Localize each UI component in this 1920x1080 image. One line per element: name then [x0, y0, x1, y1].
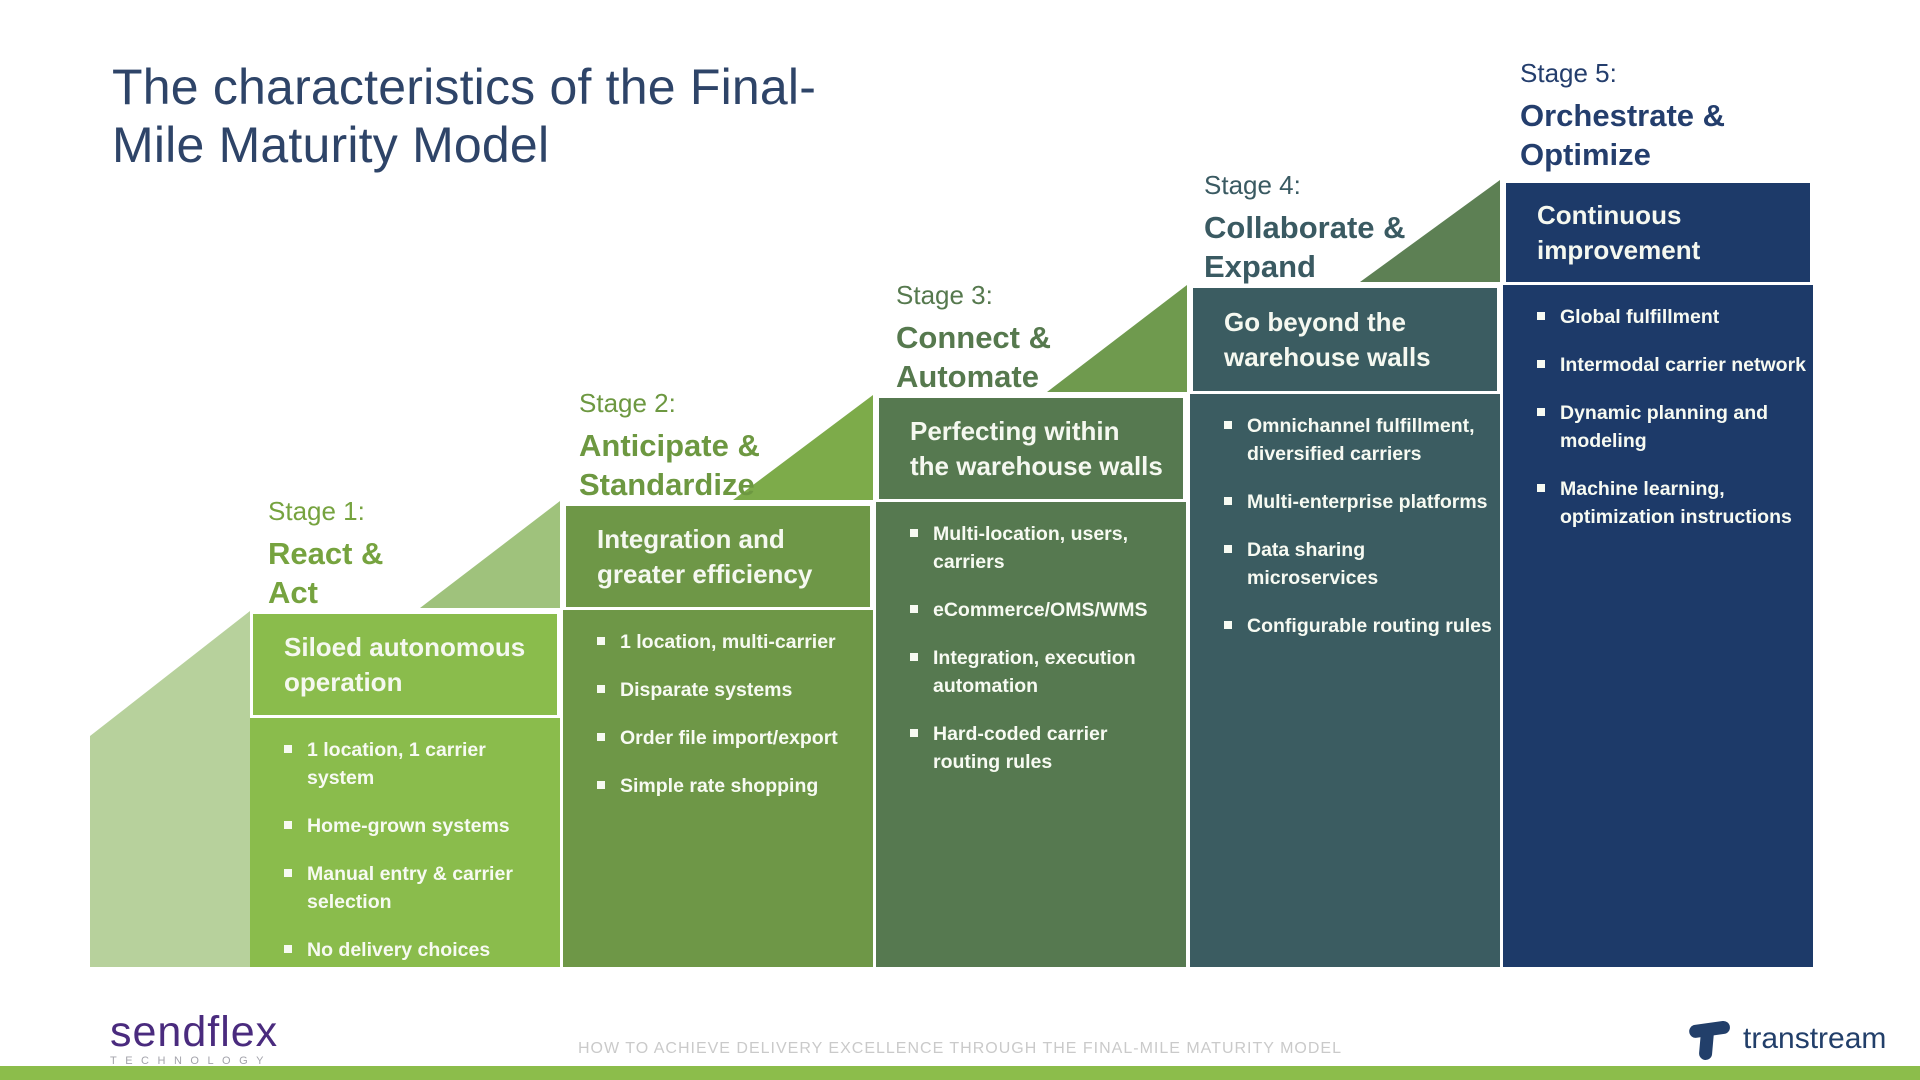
stage-1-body: 1 location, 1 carrier system Home-grown …	[250, 718, 560, 967]
bullet-square-icon	[910, 653, 918, 661]
stage-2-number: Stage 2:	[579, 388, 676, 418]
stage-1-triangle	[90, 611, 250, 967]
bullet-square-icon	[284, 869, 292, 877]
stage-4-name: Collaborate & Expand	[1204, 210, 1406, 284]
sendflex-technology-label: TECHNOLOGY	[110, 1055, 273, 1067]
stage-2-name: Anticipate & Standardize	[579, 428, 760, 502]
stage-1-header-box: Siloed autonomous operation	[250, 611, 560, 718]
stage-1-label: Stage 1: React & Act	[268, 496, 383, 612]
list-item: eCommerce/OMS/WMS	[910, 596, 1180, 624]
stage-4-header-text: Go beyond the warehouse walls	[1224, 306, 1431, 372]
transtream-wordmark: transtream	[1743, 1022, 1887, 1055]
stage-2-header-text: Integration and greater efficiency	[597, 523, 813, 589]
bullet-square-icon	[910, 529, 918, 537]
list-item: 1 location, 1 carrier system	[284, 736, 554, 792]
list-item: Hard-coded carrier routing rules	[910, 720, 1180, 776]
stage-2-label: Stage 2: Anticipate & Standardize	[579, 388, 760, 504]
sendflex-wordmark: sendflex	[110, 1008, 279, 1056]
stage-1-header-text: Siloed autonomous operation	[284, 631, 526, 697]
list-item: Integration, execution automation	[910, 644, 1180, 700]
list-item: Intermodal carrier network	[1537, 351, 1807, 379]
list-item: Multi-enterprise platforms	[1224, 488, 1494, 516]
stage-4-header-box: Go beyond the warehouse walls	[1190, 285, 1500, 394]
stage-1-name: React & Act	[268, 536, 384, 610]
list-item: Data sharing microservices	[1224, 536, 1494, 592]
bullet-square-icon	[1224, 621, 1232, 629]
list-item: Simple rate shopping	[597, 772, 867, 800]
bullet-square-icon	[1537, 484, 1545, 492]
stage-3-name: Connect & Automate	[896, 320, 1051, 394]
stage-3-body: Multi-location, users, carriers eCommerc…	[876, 502, 1186, 967]
stage-2-body: 1 location, multi-carrier Disparate syst…	[563, 610, 873, 967]
bullet-square-icon	[597, 733, 605, 741]
list-item: Multi-location, users, carriers	[910, 520, 1180, 576]
list-item: Order file import/export	[597, 724, 867, 752]
bullet-square-icon	[597, 685, 605, 693]
slide-title: The characteristics of the Final- Mile M…	[112, 58, 816, 174]
slide-title-line1: The characteristics of the Final-	[112, 59, 817, 115]
bullet-square-icon	[1224, 497, 1232, 505]
list-item: 1 location, multi-carrier	[597, 628, 867, 656]
sendflex-logo: sendflex TECHNOLOGY	[110, 1008, 279, 1068]
bullet-square-icon	[1537, 408, 1545, 416]
bullet-square-icon	[910, 729, 918, 737]
list-item: Manual entry & carrier selection	[284, 860, 554, 916]
stage-3-header-text: Perfecting within the warehouse walls	[910, 415, 1163, 481]
bottom-accent-bar	[0, 1066, 1920, 1080]
bullet-square-icon	[597, 781, 605, 789]
bullet-square-icon	[1537, 312, 1545, 320]
stage-4-triangle	[1047, 285, 1187, 392]
stage-1-number: Stage 1:	[268, 496, 365, 526]
list-item: Disparate systems	[597, 676, 867, 704]
stage-3-label: Stage 3: Connect & Automate	[896, 280, 1051, 396]
bullet-square-icon	[284, 745, 292, 753]
stage-5-triangle	[1360, 180, 1500, 282]
stage-5-header-box: Continuous improvement	[1503, 180, 1813, 285]
stage-4-label: Stage 4: Collaborate & Expand	[1204, 170, 1406, 286]
bullet-square-icon	[1224, 421, 1232, 429]
transtream-logo: transtream	[1687, 1016, 1886, 1062]
slide-title-line2: Mile Maturity Model	[112, 117, 550, 173]
bullet-square-icon	[1224, 545, 1232, 553]
stage-5-header-text: Continuous improvement	[1537, 199, 1701, 265]
bullet-square-icon	[284, 945, 292, 953]
stage-5-label: Stage 5: Orchestrate & Optimize	[1520, 58, 1725, 174]
list-item: No delivery choices	[284, 936, 554, 964]
stage-5-name: Orchestrate & Optimize	[1520, 98, 1726, 172]
list-item: Global fulfillment	[1537, 303, 1807, 331]
list-item: Omnichannel fulfillment, diversified car…	[1224, 412, 1494, 468]
stage-2-triangle	[420, 501, 560, 608]
stage-2-header-box: Integration and greater efficiency	[563, 503, 873, 610]
list-item: Machine learning, optimization instructi…	[1537, 475, 1807, 531]
slide-caption: HOW TO ACHIEVE DELIVERY EXCELLENCE THROU…	[577, 1040, 1342, 1057]
stage-5-body: Global fulfillment Intermodal carrier ne…	[1503, 285, 1813, 967]
list-item: Home-grown systems	[284, 812, 554, 840]
bullet-square-icon	[1537, 360, 1545, 368]
stage-3-triangle	[733, 395, 873, 500]
stage-4-number: Stage 4:	[1204, 170, 1301, 200]
bullet-square-icon	[910, 605, 918, 613]
list-item: Configurable routing rules	[1224, 612, 1494, 640]
list-item: Dynamic planning and modeling	[1537, 399, 1807, 455]
bullet-square-icon	[597, 637, 605, 645]
stage-5-number: Stage 5:	[1520, 58, 1617, 88]
stage-3-header-box: Perfecting within the warehouse walls	[876, 395, 1186, 502]
bullet-square-icon	[284, 821, 292, 829]
transtream-t-icon	[1689, 1020, 1730, 1061]
stage-4-body: Omnichannel fulfillment, diversified car…	[1190, 394, 1500, 967]
stage-3-number: Stage 3:	[896, 280, 993, 310]
